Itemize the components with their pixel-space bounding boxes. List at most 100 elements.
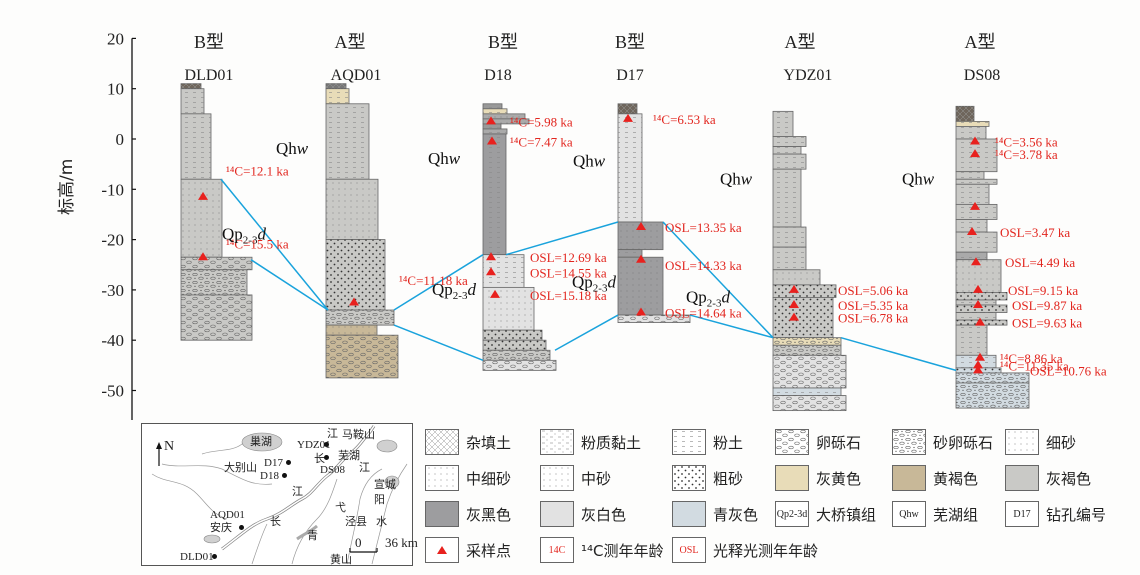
legend-label: 中细砂 [466, 469, 512, 488]
legend-swatch-text: Qhw [899, 508, 919, 520]
stratum-pattern [956, 232, 997, 253]
y-axis-label: 标高/m [57, 158, 77, 215]
age-label: ¹⁴C=3.56 ka [995, 135, 1058, 150]
stratum-pattern [326, 310, 394, 326]
borehole-marker [324, 455, 329, 460]
sample-marker [789, 284, 799, 293]
map-place: 长 [270, 515, 281, 528]
legend-item: 杂填土 [425, 428, 511, 456]
legend-item: 灰黑色 [425, 500, 511, 528]
age-label: OSL=13.35 ka [665, 220, 742, 235]
age-label: ¹⁴C=6.53 ka [653, 112, 716, 127]
stratum-pattern [773, 154, 806, 170]
sample-marker [970, 149, 980, 158]
formation-label: Qhw [573, 152, 606, 171]
sample-marker [973, 299, 983, 308]
correlation-line [250, 259, 329, 311]
sample-marker [198, 252, 208, 261]
stratum-pattern [483, 118, 529, 124]
correlation-line [393, 324, 484, 362]
legend-swatch: OSL [672, 537, 706, 563]
borehole-column-YDZ01 [772, 110, 847, 412]
age-label: OSL=10.76 ka [1030, 363, 1107, 378]
y-tick-label: -40 [101, 331, 124, 350]
legend-label: 灰褐色 [1046, 469, 1092, 488]
stratum-pattern [956, 292, 1007, 300]
stratum-pattern [773, 269, 820, 285]
stratum-pattern [773, 395, 846, 411]
stratum-pattern [483, 113, 525, 119]
lithology-pattern-icon [893, 430, 925, 454]
formation-label: Qp2-3d [686, 287, 730, 309]
sample-marker [789, 312, 799, 321]
stratum-pattern [956, 204, 997, 220]
sample-marker [973, 284, 983, 293]
borehole-type-label: B型 [488, 32, 518, 52]
legend-label: 细砂 [1046, 433, 1077, 452]
sample-marker [349, 297, 359, 306]
age-label: OSL=15.18 ka [530, 288, 607, 303]
sample-marker [970, 201, 980, 210]
stratum-pattern [483, 360, 556, 371]
map-place: 泾县 [345, 515, 367, 528]
age-label: ¹⁴C=11.18 ka [399, 273, 468, 288]
y-tick-label: -50 [101, 382, 124, 401]
y-tick-label: 0 [116, 130, 125, 149]
borehole-column-D17 [617, 103, 691, 323]
stratum-pattern [618, 315, 690, 323]
stratum-pattern [483, 103, 502, 109]
stratum-pattern [956, 106, 974, 122]
map-place: DLD01 [180, 551, 214, 563]
legend-label: 灰黄色 [816, 469, 862, 488]
legend-swatch [892, 429, 926, 455]
sample-marker [486, 267, 496, 276]
borehole-id-label: AQD01 [331, 67, 382, 84]
legend-item: 青灰色 [672, 500, 758, 528]
stratum-pattern [326, 335, 398, 378]
stratum-pattern [956, 299, 996, 305]
correlation-line [662, 221, 774, 339]
stratum-pattern [181, 88, 204, 114]
borehole-type-label: B型 [615, 32, 645, 52]
lithology-pattern-icon [426, 430, 458, 454]
stratum-pattern [326, 88, 349, 104]
legend-item: 采样点 [425, 536, 511, 564]
map-place: 江 [292, 485, 303, 498]
borehole-columns [180, 83, 1030, 412]
legend-swatch-text: D17 [1013, 508, 1031, 520]
map-place: DS08 [320, 464, 346, 476]
stratum-pattern [956, 179, 997, 185]
borehole-id-label: YDZ01 [784, 67, 833, 84]
y-tick-label: 20 [107, 29, 124, 48]
stratum-pattern [773, 284, 836, 298]
sample-marker [486, 252, 496, 261]
sample-marker [973, 365, 983, 374]
borehole-marker [282, 473, 287, 478]
stratum-pattern [181, 269, 247, 295]
legend-item: 粉质黏土 [540, 428, 641, 456]
legend-swatch [775, 429, 809, 455]
y-tick-label: 10 [107, 80, 124, 99]
sample-marker [975, 317, 985, 326]
stratum-pattern [956, 126, 986, 139]
correlation-line [840, 336, 957, 372]
legend-label: 杂填土 [466, 433, 512, 452]
stratum-pattern [618, 257, 663, 316]
stratum-pattern [773, 355, 846, 388]
correlation-line [220, 178, 329, 311]
lithology-pattern-icon [541, 466, 573, 490]
stratum-pattern [956, 372, 1029, 383]
stratum-pattern [773, 146, 801, 155]
formation-label: Qp2-3d [432, 280, 476, 302]
borehole-id-label: D18 [484, 67, 512, 84]
borehole-type-label: A型 [335, 32, 366, 52]
legend-label: 中砂 [581, 469, 612, 488]
legend-label: 粉质黏土 [581, 433, 642, 452]
legend-swatch: D17 [1005, 501, 1039, 527]
lithology-pattern-icon [776, 430, 808, 454]
lithology-pattern-icon [541, 430, 573, 454]
stratum-pattern [956, 219, 987, 233]
age-label: OSL=5.35 ka [838, 298, 908, 313]
